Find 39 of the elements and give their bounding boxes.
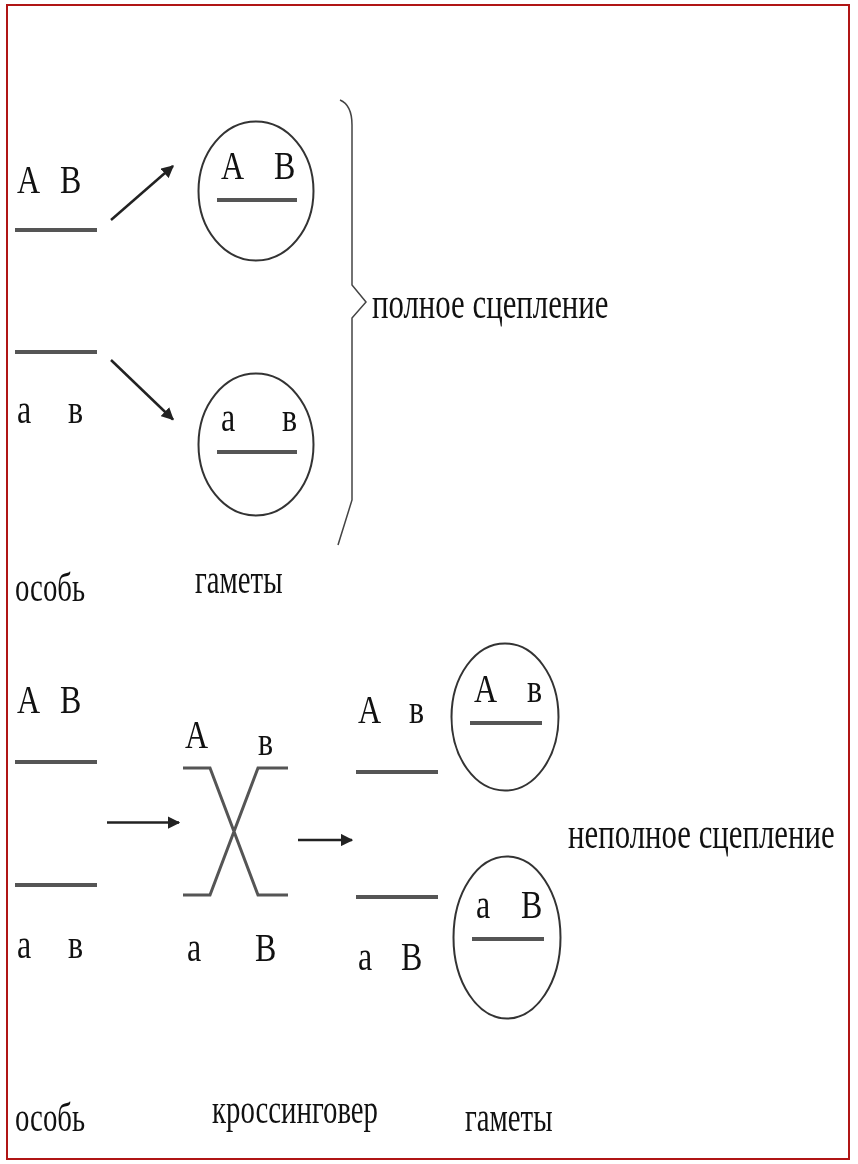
gene-letter: А: [185, 715, 209, 755]
arrow: [110, 165, 174, 221]
caption-label: гаметы: [195, 560, 283, 600]
gene-letter: а: [476, 884, 491, 925]
caption-label: полное сцепление: [372, 282, 609, 326]
gene-letter: В: [521, 884, 543, 925]
gene-letter: а: [187, 928, 202, 968]
gene-letter: в: [68, 925, 84, 965]
caption-label: особь: [15, 568, 86, 608]
arrow: [298, 833, 354, 847]
gamete-circle: [452, 855, 562, 1020]
gamete-circle: [197, 120, 315, 262]
gene-letter: в: [258, 722, 274, 762]
caption-label: особь: [15, 1098, 86, 1138]
arrow: [107, 816, 181, 829]
caption-label: неполное сцепление: [568, 812, 835, 856]
gene-letter: в: [282, 398, 298, 439]
caption-label: кроссинговер: [212, 1090, 378, 1130]
gene-letter: А: [474, 669, 498, 709]
gene-letter: В: [255, 928, 277, 968]
gene-letter: а: [17, 390, 32, 430]
gene-letter: А: [17, 160, 41, 200]
gene-letter: А: [358, 690, 382, 730]
gene-letter: а: [17, 925, 32, 965]
gene-letter: а: [358, 937, 373, 977]
gene-letter: В: [60, 680, 82, 720]
gene-letter: в: [409, 690, 425, 730]
gene-letter: В: [60, 160, 82, 200]
gamete-circle: [197, 372, 315, 517]
gene-letter: а: [221, 398, 236, 439]
caption-label: гаметы: [465, 1098, 553, 1138]
gene-letter: А: [221, 145, 245, 186]
gene-letter: В: [274, 145, 296, 186]
arrow: [110, 359, 174, 421]
gene-letter: А: [17, 680, 41, 720]
gene-letter: В: [401, 937, 423, 977]
gamete-circle: [450, 642, 560, 792]
gene-letter: в: [527, 669, 543, 709]
gene-letter: в: [68, 390, 84, 430]
